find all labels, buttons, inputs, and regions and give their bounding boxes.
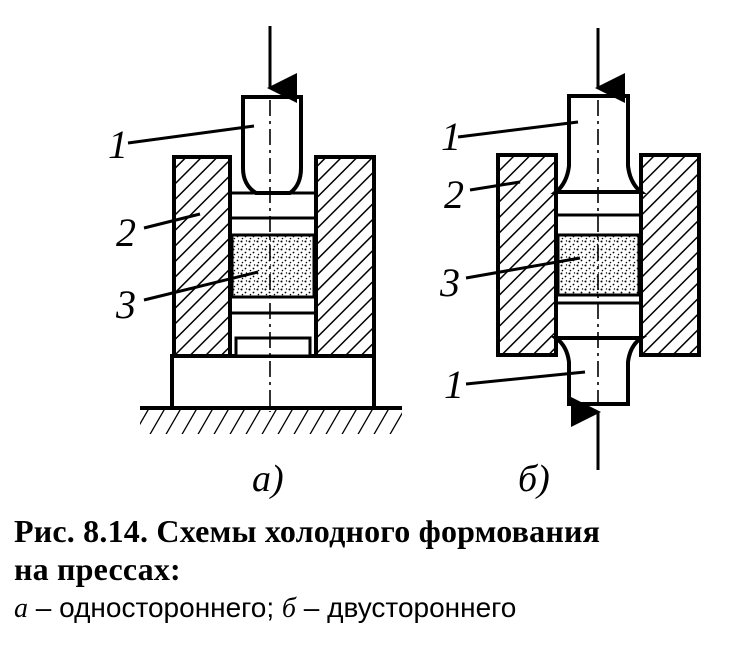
legend-a-text: – одностороннего; [28, 592, 282, 623]
scheme-a-ground [140, 406, 402, 434]
scheme-a-callout-2: 2 [116, 210, 136, 255]
scheme-b-callout-3: 3 [439, 260, 460, 305]
caption-title-line-1: Рис. 8.14. Схемы холодного формования [14, 513, 601, 549]
scheme-b-die-right [639, 153, 701, 357]
legend-b-letter: б [281, 593, 297, 624]
scheme-a-bottom-plug [234, 336, 312, 358]
scheme-a-callout-1: 1 [108, 122, 128, 167]
scheme-a-die-right [314, 155, 376, 358]
scheme-b-callout-1-lower: 1 [444, 362, 464, 407]
caption-title-line-2: на прессах: [14, 551, 181, 587]
legend-a-letter: а [14, 593, 28, 624]
scheme-a-punch [241, 95, 303, 195]
scheme-b-die-left [496, 153, 558, 357]
legend-b-text: – двустороннего [296, 592, 517, 623]
scheme-b: 1 2 3 1 б) [439, 28, 701, 500]
scheme-a-die-left [172, 155, 232, 358]
scheme-b-label: б) [518, 458, 550, 500]
caption-legend: а – одностороннего; б – двустороннего [14, 590, 726, 627]
figure-caption: Рис. 8.14. Схемы холодного формования на… [14, 512, 726, 627]
scheme-a-base [170, 354, 376, 410]
scheme-a-callout-3: 3 [115, 282, 136, 327]
scheme-b-callout-1: 1 [441, 114, 461, 159]
forming-scheme-figure: 1 2 3 а) 1 2 3 1 б) [108, 26, 701, 500]
scheme-a: 1 2 3 а) [108, 26, 402, 500]
scheme-a-label: а) [252, 458, 284, 500]
scheme-a-powder [230, 233, 316, 299]
scheme-b-callout-2: 2 [444, 172, 464, 217]
